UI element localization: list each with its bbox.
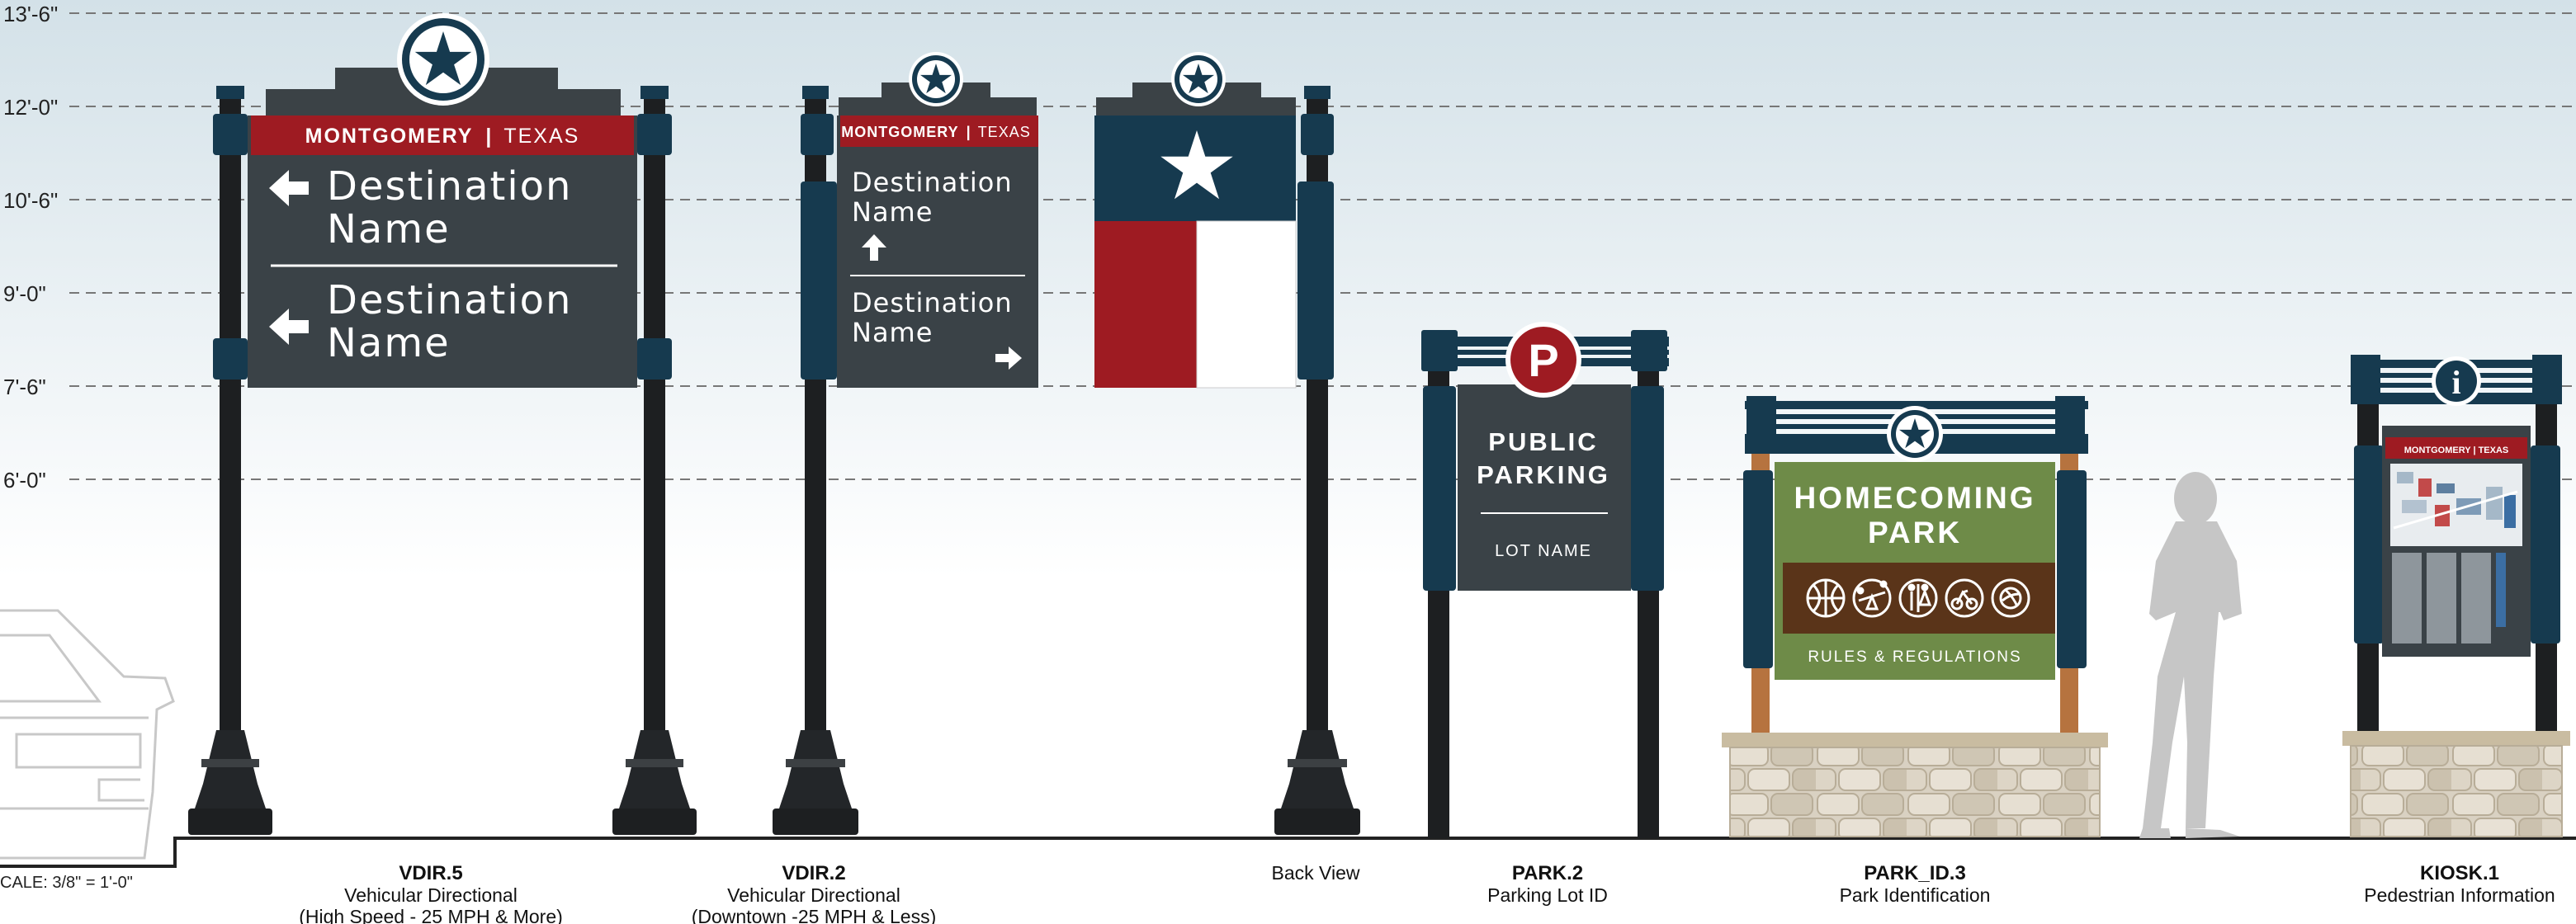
stone-base (1729, 747, 2101, 837)
stone-base (2350, 745, 2563, 837)
height-label: 12'-0" (3, 95, 58, 120)
sign-kiosk1: i MONTGOMERY | TEXAS KIOSK.1 Pedestrian … (2342, 355, 2570, 906)
restroom-icon (1898, 578, 1938, 618)
svg-text:P: P (1528, 334, 1558, 386)
brand-text: MONTGOMERY | TEXAS (841, 124, 1030, 140)
sign-code: VDIR.5 (399, 862, 462, 884)
destination-1-line-1: Destination (852, 167, 1013, 198)
post (773, 86, 858, 835)
sign-title: Park Identification (1840, 884, 1991, 906)
destination-2-line-1: Destination (327, 277, 572, 323)
arrow-up-icon (862, 234, 886, 261)
svg-text:i: i (2451, 364, 2460, 401)
person-silhouette-icon (2139, 472, 2242, 838)
sign-line-1: PUBLIC (1488, 427, 1598, 456)
height-label: 6'-0" (3, 468, 46, 493)
rules-text: RULES & REGULATIONS (1808, 648, 2021, 666)
sign-title: Vehicular Directional (727, 884, 900, 906)
height-mark: 13'-6" (3, 2, 2576, 26)
sign-title: Parking Lot ID (1487, 884, 1608, 906)
height-label: 7'-6" (3, 375, 46, 399)
park-name-line-2: PARK (1868, 516, 1962, 549)
destination-2-line-2: Name (327, 320, 451, 366)
sign-line-2: PARKING (1477, 460, 1610, 489)
destination-1-line-2: Name (852, 196, 933, 228)
map-graphic (2390, 464, 2522, 546)
height-scale: 13'-6" 12'-0" 10'-6" 9'-0" 7'-6" 6'-0" (3, 2, 2576, 493)
brand-bar (2385, 437, 2527, 459)
brand-bar (840, 116, 1038, 147)
post (2531, 363, 2560, 734)
destination-2-line-2: Name (852, 317, 933, 348)
sign-code: KIOSK.1 (2420, 862, 2499, 884)
height-label: 9'-0" (3, 281, 46, 306)
sign-park2: P PUBLIC PARKING LOT NAME PARK.2 Parking… (1421, 322, 1669, 906)
sign-code: PARK.2 (1512, 862, 1583, 884)
brand-bar (251, 116, 634, 155)
sign-subtitle: (Downtown -25 MPH & Less) (692, 906, 937, 924)
post (1423, 340, 1456, 838)
bicycle-icon (1945, 578, 1984, 618)
arrow-left-icon (269, 309, 309, 345)
texas-flag-panel (1094, 116, 1297, 389)
scale-note: CALE: 3/8" = 1'-0" (0, 874, 133, 892)
post (1631, 340, 1664, 838)
sign-panel (1458, 384, 1631, 591)
amenity-icons (1806, 578, 2030, 618)
height-label: 13'-6" (3, 2, 58, 26)
sign-label: Back View (1272, 862, 1360, 884)
brand-text: MONTGOMERY | TEXAS (305, 125, 580, 148)
base-cap (2342, 731, 2570, 746)
base-cap (1722, 733, 2108, 747)
sign-code: PARK_ID.3 (1864, 862, 1966, 884)
destination-2-line-1: Destination (852, 287, 1013, 318)
sign-subtitle: (High Speed - 25 MPH & More) (299, 906, 563, 924)
sign-vdir5: MONTGOMERY | TEXAS Destination Name Dest… (188, 13, 697, 924)
destination-1-line-1: Destination (327, 163, 572, 210)
height-mark: 6'-0" (3, 468, 2576, 493)
post (1274, 86, 1360, 835)
post (612, 86, 697, 835)
info-badge-icon: i (2432, 356, 2481, 406)
park-name-line-1: HOMECOMING (1794, 481, 2035, 515)
sign-title: Vehicular Directional (344, 884, 518, 906)
sign-code: VDIR.2 (782, 862, 845, 884)
sign-panel (248, 116, 637, 388)
sign-park-id3: HOMECOMING PARK (1722, 396, 2108, 906)
info-columns (2392, 553, 2506, 644)
arrow-right-icon (995, 346, 1022, 370)
parking-badge-icon: P (1505, 322, 1581, 398)
post (188, 86, 272, 835)
destination-1-line-2: Name (327, 206, 451, 252)
sign-back-view: Back View (1094, 52, 1360, 884)
arrow-left-icon (269, 170, 309, 206)
post (2354, 363, 2384, 734)
basketball-icon (1806, 578, 1846, 618)
volleyball-icon (1991, 578, 2030, 618)
height-label: 10'-6" (3, 188, 58, 213)
sign-title: Pedestrian Information (2364, 884, 2555, 906)
sign-vdir2: MONTGOMERY | TEXAS Destination Name Dest… (692, 52, 1038, 924)
lot-name: LOT NAME (1495, 542, 1592, 560)
brand-text: MONTGOMERY | TEXAS (2404, 446, 2509, 455)
car-outline-icon (0, 609, 175, 860)
ground-line (0, 837, 2576, 868)
seesaw-icon (1852, 578, 1892, 618)
